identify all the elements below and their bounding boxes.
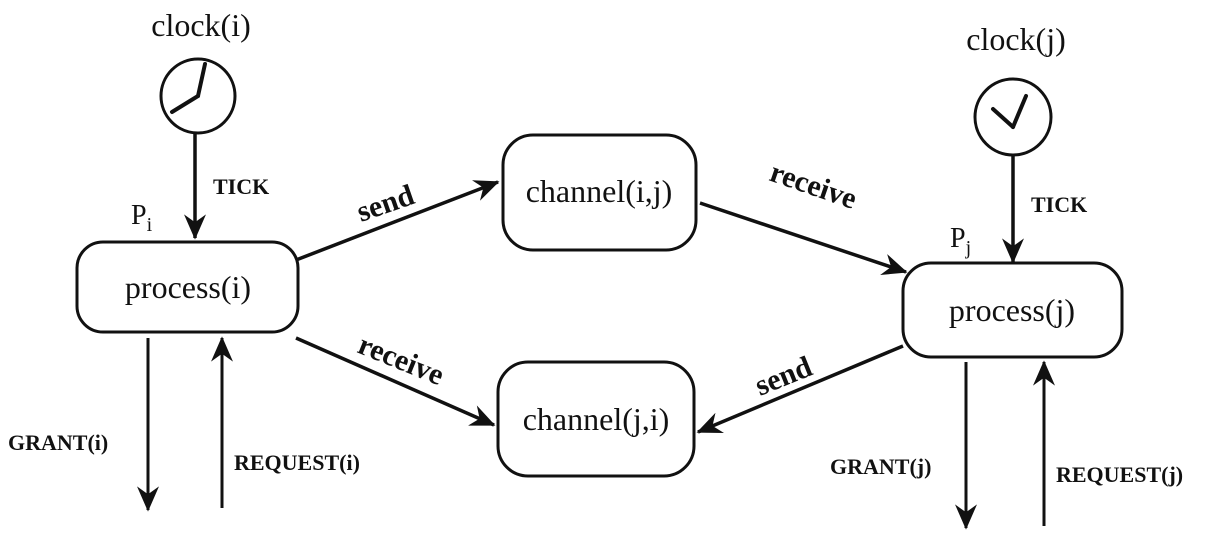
process-i-label: process(i) [125, 269, 251, 305]
send-ij-arrow [295, 180, 500, 262]
process-i-node: process(i) [75, 240, 300, 334]
process-j-label: process(j) [949, 292, 1075, 328]
receive-ij-label: receive [766, 155, 861, 215]
clock-j-label: clock(j) [966, 21, 1066, 57]
channel-ji-node: channel(j,i) [496, 360, 696, 478]
clock-icon [973, 77, 1053, 157]
process-j-id: Pj [950, 223, 971, 259]
request-j-label: REQUEST(j) [1056, 462, 1183, 487]
channel-ji-label: channel(j,i) [523, 401, 670, 437]
send-ij-label: send [353, 178, 419, 228]
grant-j-label: GRANT(j) [830, 454, 931, 479]
process-i-id: Pi [131, 200, 153, 236]
process-j-node: process(j) [901, 261, 1124, 359]
channel-ij-label: channel(i,j) [526, 173, 673, 209]
tick-i-label: TICK [213, 174, 269, 199]
channel-ij-node: channel(i,j) [501, 133, 698, 252]
receive-ij-arrow [699, 201, 908, 275]
tick-j-label: TICK [1031, 192, 1087, 217]
clock-i-label: clock(i) [151, 7, 251, 43]
receive-ji-arrow [295, 336, 496, 427]
clock-icon [159, 57, 237, 135]
grant-i-label: GRANT(i) [8, 430, 108, 455]
send-ji-arrow [696, 344, 904, 434]
request-i-label: REQUEST(i) [234, 450, 360, 475]
